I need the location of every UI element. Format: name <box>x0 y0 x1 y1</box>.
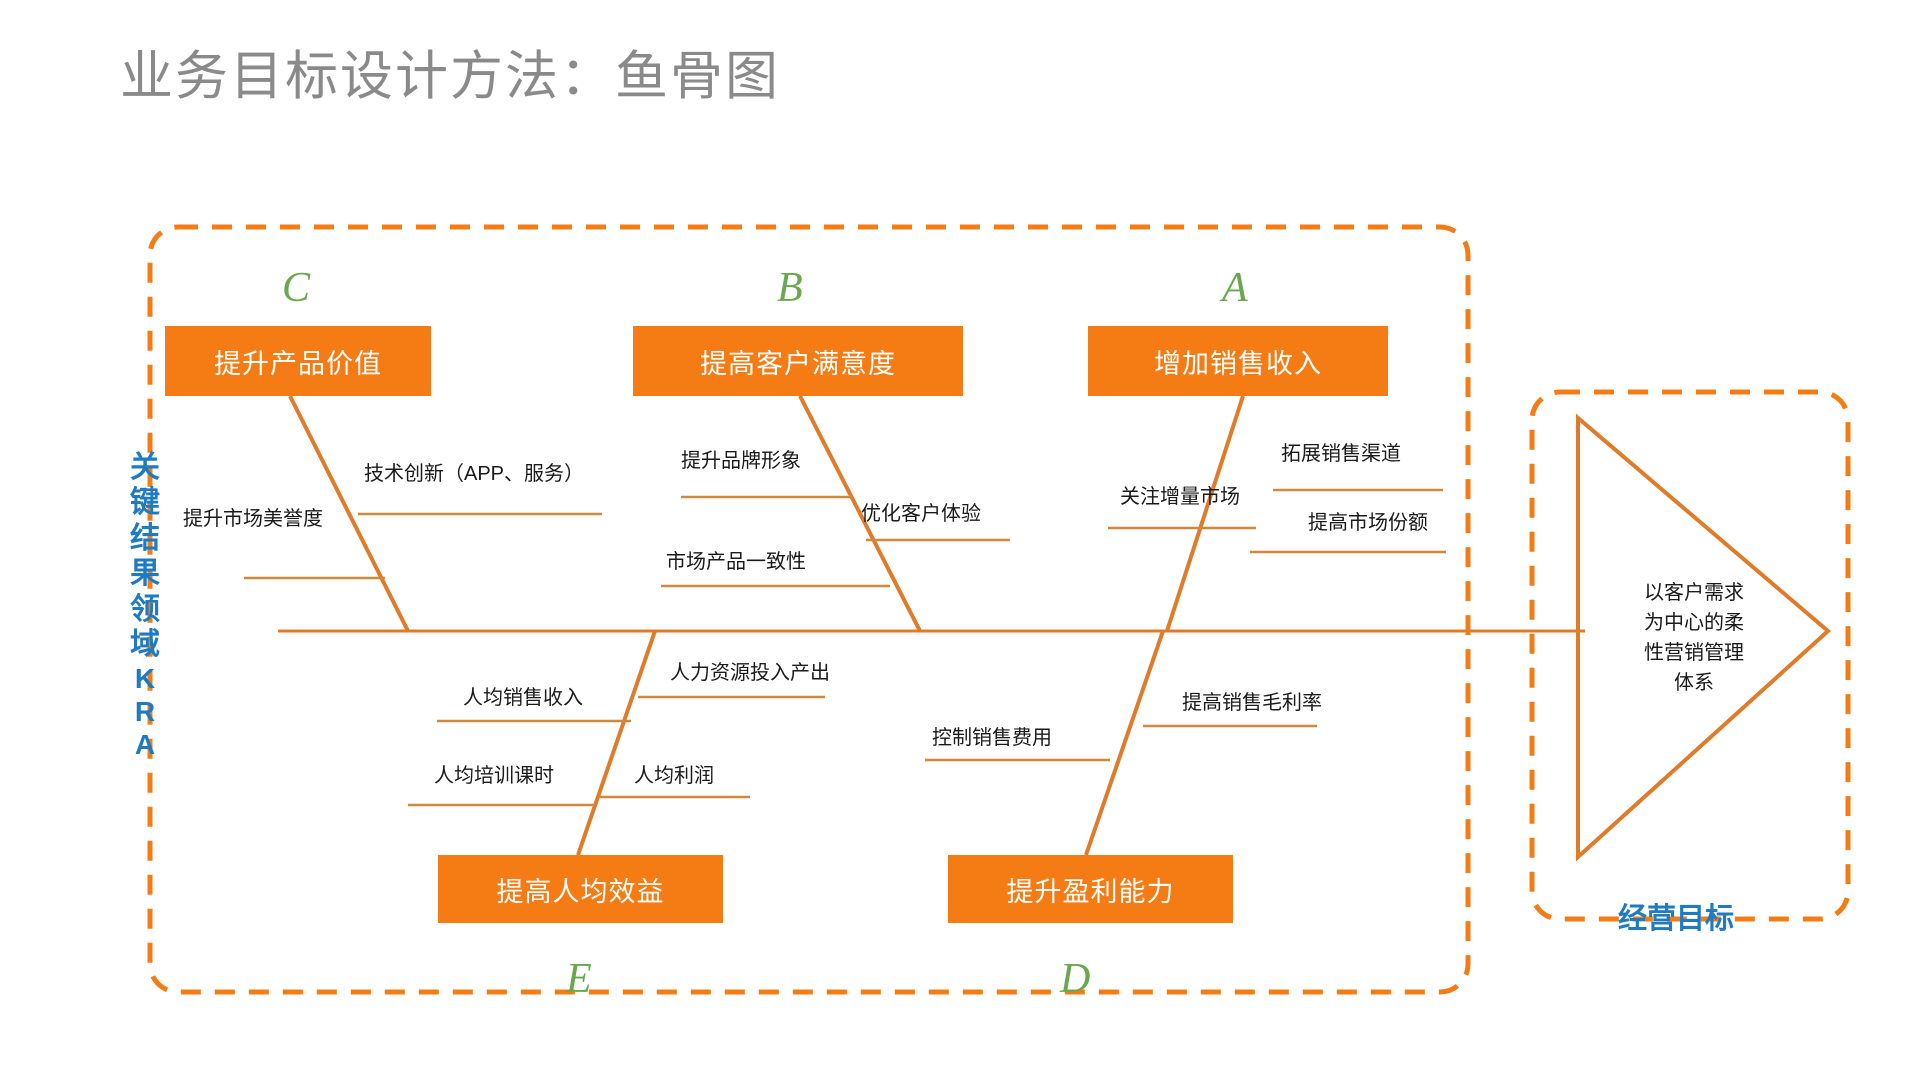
cause-label-a-share: 提高市场份额 <box>1308 512 1428 534</box>
bone-letter-e: E <box>566 956 592 1002</box>
kra-box-d[interactable]: 提升盈利能力 <box>948 855 1233 923</box>
goal-line-3: 性营销管理 <box>1644 642 1744 664</box>
cause-label-b-consistency: 市场产品一致性 <box>666 551 806 573</box>
kra-label-char-6: 域 <box>130 627 160 661</box>
bone-line-d <box>1084 630 1165 856</box>
cause-label-b-brand: 提升品牌形象 <box>681 450 801 472</box>
cause-label-e-training-hours: 人均培训课时 <box>434 765 554 787</box>
kra-box-b-label: 提高客户满意度 <box>700 348 896 379</box>
goal-line-2: 为中心的柔 <box>1644 612 1744 634</box>
kra-label-letter-k: K <box>134 663 156 695</box>
bone-line-e <box>576 630 657 856</box>
bone-line-b <box>798 395 922 632</box>
cause-label-b-experience: 优化客户体验 <box>861 503 981 525</box>
cause-label-d-cost-control: 控制销售费用 <box>932 727 1052 749</box>
bone-letter-a: A <box>1222 265 1248 311</box>
cause-label-a-channel: 拓展销售渠道 <box>1281 443 1401 465</box>
kra-label-letter-r: R <box>134 696 156 728</box>
business-goal-statement: 以客户需求 为中心的柔 性营销管理 体系 <box>1604 578 1784 698</box>
kra-label-char-3: 结 <box>130 521 160 555</box>
bone-line-a <box>1165 395 1245 632</box>
fish-head-triangle <box>1576 413 1832 862</box>
bone-letter-b: B <box>777 265 803 311</box>
kra-region-dashed-border <box>147 224 1471 995</box>
kra-box-c-label: 提升产品价值 <box>214 348 382 379</box>
kra-box-c[interactable]: 提升产品价值 <box>165 326 431 396</box>
bone-letter-c: C <box>282 265 311 311</box>
bone-letter-d: D <box>1060 956 1091 1002</box>
kra-box-d-label: 提升盈利能力 <box>1006 876 1175 907</box>
bone-line-c <box>288 395 410 632</box>
kra-label-char-5: 领 <box>130 592 160 626</box>
kra-vertical-label: 关 键 结 果 领 域 K R A <box>122 450 168 761</box>
goal-line-1: 以客户需求 <box>1644 582 1744 604</box>
page-title: 业务目标设计方法：鱼骨图 <box>120 47 780 106</box>
kra-label-char-4: 果 <box>130 557 160 591</box>
kra-label-char-2: 键 <box>130 486 160 520</box>
business-goal-label: 经营目标 <box>1618 903 1735 935</box>
goal-line-4: 体系 <box>1674 672 1714 694</box>
cause-label-d-gross-margin: 提高销售毛利率 <box>1182 692 1322 714</box>
cause-label-c-reputation: 提升市场美誉度 <box>183 508 323 530</box>
cause-label-a-increment: 关注增量市场 <box>1120 486 1240 508</box>
cause-label-c-tech: 技术创新（APP、服务） <box>364 463 585 485</box>
kra-box-a-label: 增加销售收入 <box>1154 348 1322 379</box>
kra-box-a[interactable]: 增加销售收入 <box>1088 326 1388 396</box>
kra-label-letter-a: A <box>134 729 156 761</box>
cause-label-e-per-capita-profit: 人均利润 <box>634 765 714 787</box>
kra-box-e[interactable]: 提高人均效益 <box>438 855 723 923</box>
kra-label-char-1: 关 <box>130 451 160 484</box>
kra-box-e-label: 提高人均效益 <box>496 876 665 907</box>
cause-label-e-hr-output: 人力资源投入产出 <box>670 662 830 684</box>
cause-label-e-per-capita-revenue: 人均销售收入 <box>463 687 583 709</box>
kra-box-b[interactable]: 提高客户满意度 <box>633 326 963 396</box>
